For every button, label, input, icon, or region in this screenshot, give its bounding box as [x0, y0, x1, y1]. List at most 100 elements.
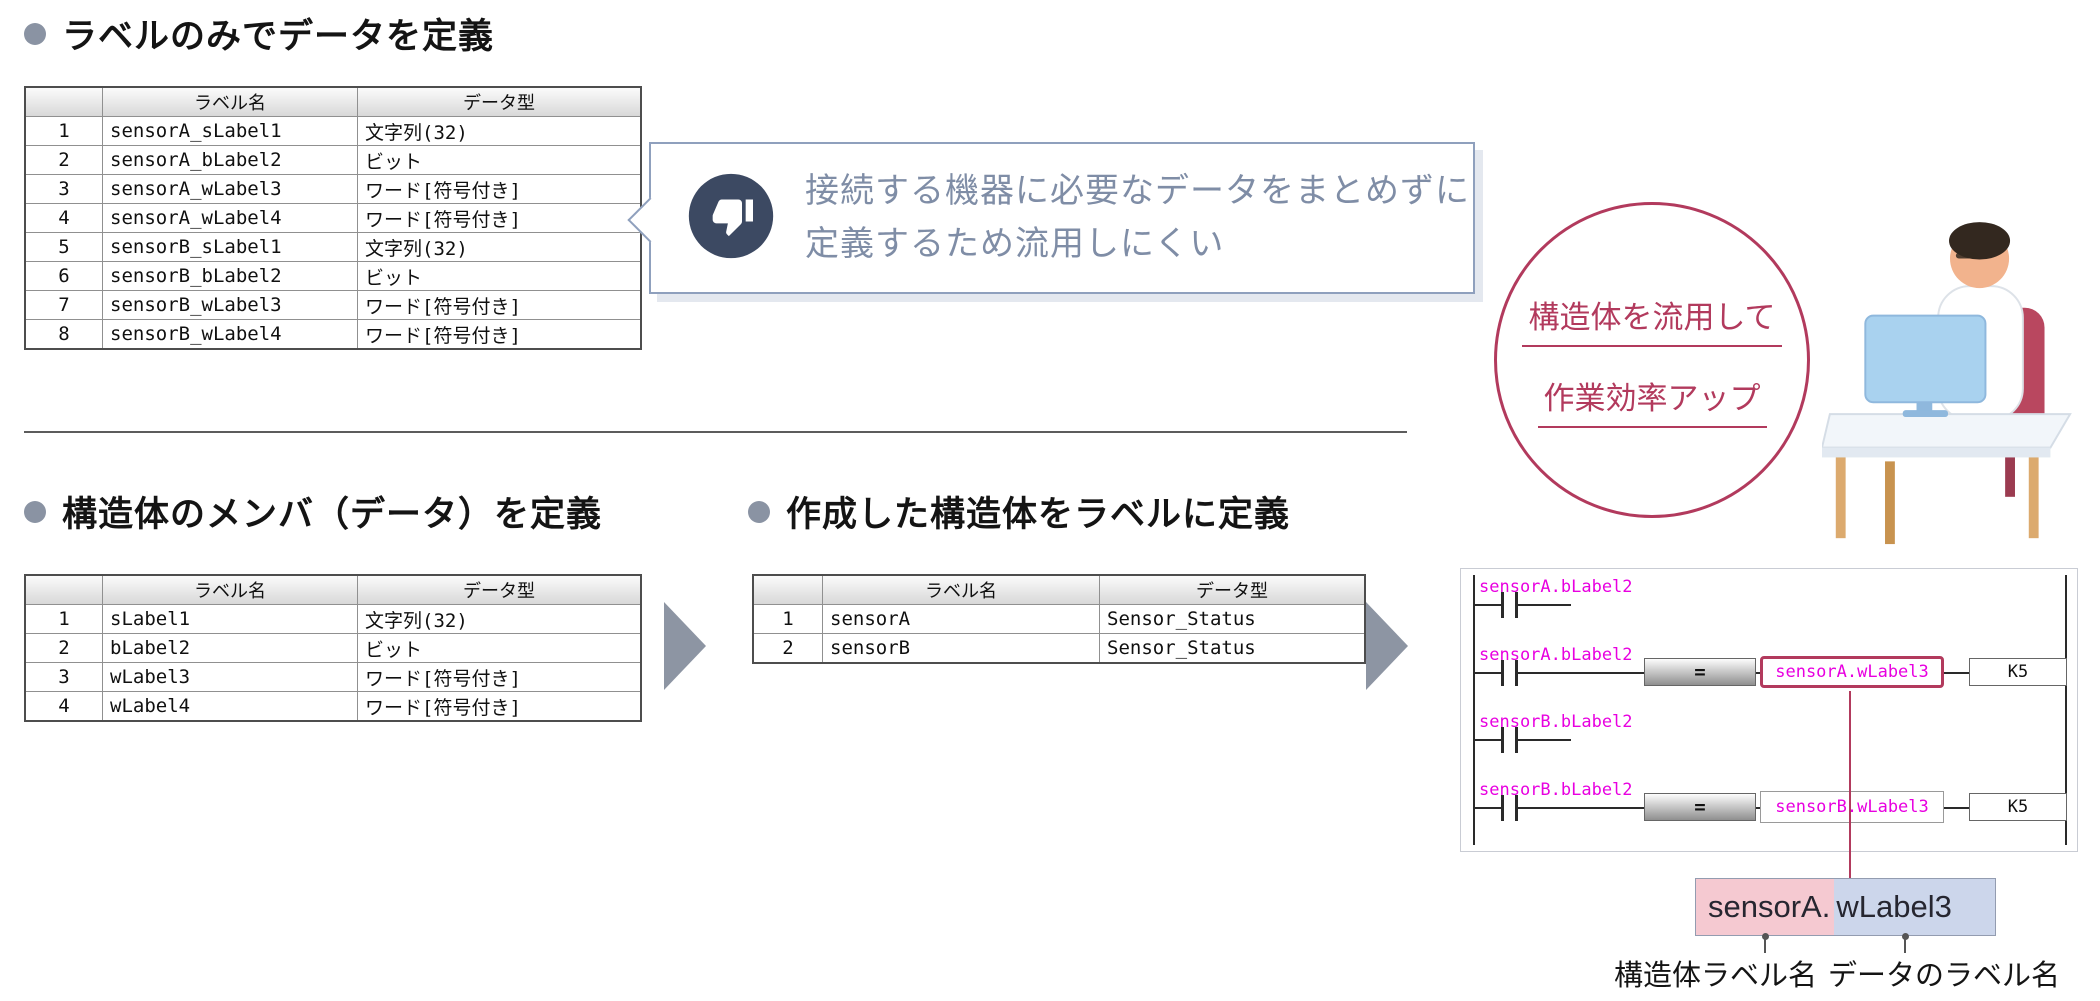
ladder-right-rail [2065, 575, 2067, 845]
bullet-icon [24, 22, 46, 45]
constant-box: K5 [1969, 658, 2067, 686]
benefit-line-2: 作業効率アップ [1537, 373, 1767, 428]
table-header-row: ラベル名 データ型 [752, 574, 1366, 605]
data-type-cell: ビット [357, 145, 642, 175]
table-header-row: ラベル名 データ型 [24, 574, 642, 605]
label-detail-box: sensorA. wLabel3 [1695, 878, 1996, 936]
label-name-cell: sensorA_sLabel1 [102, 116, 358, 146]
contact-icon [1515, 592, 1518, 618]
contact-icon [1515, 727, 1518, 753]
caption-structure-label: 構造体ラベル名 [1614, 960, 1818, 992]
pointer-line [1764, 938, 1766, 953]
label-name-cell: sensorA_wLabel4 [102, 203, 358, 233]
row-number: 6 [24, 261, 103, 291]
row-number: 2 [24, 633, 103, 663]
compare-operator-box: = [1644, 793, 1756, 821]
data-type-cell: ビット [357, 633, 642, 663]
row-number: 1 [24, 116, 103, 146]
row-number: 2 [752, 633, 823, 664]
table-corner-cell [752, 574, 823, 605]
compare-operand: sensorB.wLabel3 [1760, 791, 1944, 823]
section-heading-struct-members: 構造体のメンバ（データ）を定義 [24, 486, 602, 537]
pointer-dot [1902, 933, 1909, 940]
member-label-part: wLabel3 [1834, 879, 1995, 935]
table-corner-cell [24, 574, 103, 605]
pointer-dot [1762, 933, 1769, 940]
label-name-cell: wLabel4 [102, 691, 358, 722]
data-type-cell: ワード[符号付き] [357, 319, 642, 350]
section-divider [24, 431, 1407, 433]
table-header-row: ラベル名 データ型 [24, 86, 642, 117]
label-name-cell: sensorB [822, 633, 1100, 664]
section-heading-struct-assign: 作成した構造体をラベルに定義 [748, 486, 1290, 537]
column-header-label-name: ラベル名 [102, 574, 358, 605]
caption-data-label: データのラベル名 [1828, 960, 2061, 992]
label-name-cell: bLabel2 [102, 633, 358, 663]
constant-box: K5 [1969, 793, 2067, 821]
data-type-cell: Sensor_Status [1099, 604, 1366, 634]
label-name-cell: sensorA_wLabel3 [102, 174, 358, 204]
label-name-cell: sensorA [822, 604, 1100, 634]
contact-icon [1515, 795, 1518, 821]
rung-line [1475, 739, 1571, 741]
ladder-left-rail [1473, 575, 1475, 845]
person-at-desk-illustration [1822, 222, 2072, 545]
callout-line-1: 接続する機器に必要なデータをまとめずに [805, 172, 1470, 211]
column-header-label-name: ラベル名 [102, 86, 358, 117]
ladder-diagram: sensorA.bLabel2 sensorA.bLabel2 = sensor… [1460, 568, 2078, 852]
contact-icon [1501, 660, 1504, 686]
label-name-cell: sensorB_wLabel4 [102, 319, 358, 350]
highlight-connector-line [1849, 691, 1851, 879]
flow-arrow-icon [664, 602, 706, 690]
label-name-cell: sensorB_wLabel3 [102, 290, 358, 320]
bullet-icon [748, 500, 770, 523]
column-header-data-type: データ型 [357, 86, 642, 117]
data-type-cell: 文字列(32) [357, 116, 642, 146]
row-number: 1 [24, 604, 103, 634]
row-number: 5 [24, 232, 103, 262]
bullet-icon [24, 500, 46, 523]
contact-icon [1515, 660, 1518, 686]
section-heading-text: 作成した構造体をラベルに定義 [786, 495, 1291, 534]
data-type-cell: ワード[符号付き] [357, 290, 642, 320]
callout-text: 接続する機器に必要なデータをまとめずに 定義するため流用しにくい [805, 165, 1470, 270]
row-number: 8 [24, 319, 103, 350]
drawback-callout: 接続する機器に必要なデータをまとめずに 定義するため流用しにくい [627, 142, 1475, 294]
label-name-cell: sensorB_sLabel1 [102, 232, 358, 262]
label-name-cell: wLabel3 [102, 662, 358, 692]
section-heading-text: 構造体のメンバ（データ）を定義 [62, 495, 603, 534]
column-header-data-type: データ型 [1099, 574, 1366, 605]
data-type-cell: ビット [357, 261, 642, 291]
contact-icon [1501, 795, 1504, 821]
rung-line [1475, 604, 1571, 606]
pointer-line [1904, 938, 1906, 953]
data-type-cell: ワード[符号付き] [357, 662, 642, 692]
flow-arrow-icon [1366, 602, 1408, 690]
compare-operand-highlighted: sensorA.wLabel3 [1760, 656, 1944, 688]
row-number: 1 [752, 604, 823, 634]
column-header-label-name: ラベル名 [822, 574, 1100, 605]
table-corner-cell [24, 86, 103, 117]
structure-label-part: sensorA. [1696, 879, 1835, 935]
contact-gap [1504, 604, 1515, 606]
row-number: 7 [24, 290, 103, 320]
data-type-cell: ワード[符号付き] [357, 203, 642, 233]
column-header-data-type: データ型 [357, 574, 642, 605]
contact-gap [1504, 807, 1515, 809]
contact-gap [1504, 739, 1515, 741]
